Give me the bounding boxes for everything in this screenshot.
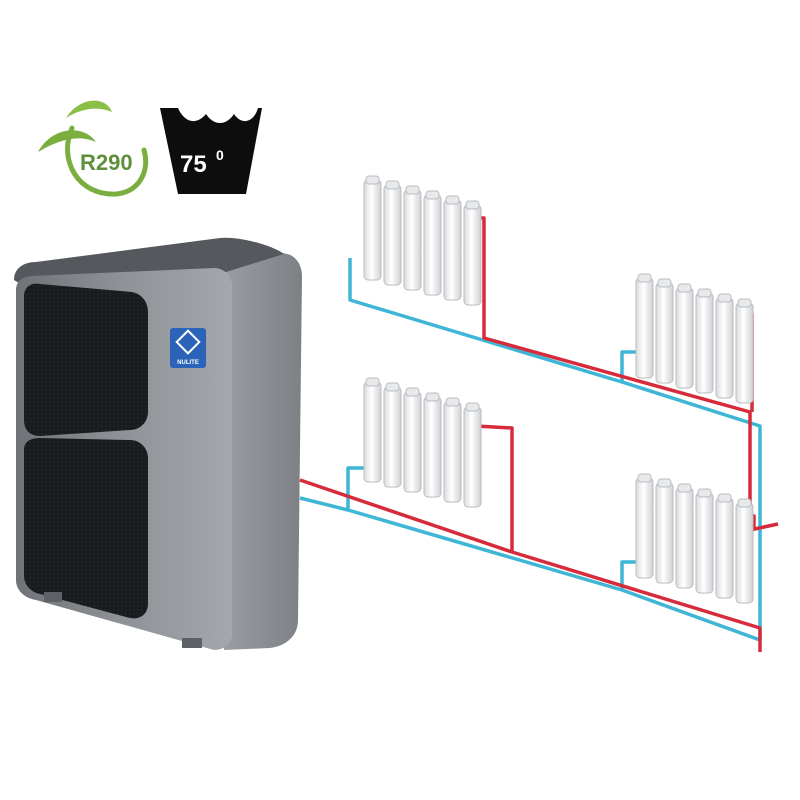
- radiator-fin: [715, 497, 734, 599]
- radiator-upper-right: [635, 273, 754, 404]
- radiator-fin-cap: [657, 278, 672, 288]
- radiator-fin-cap: [737, 298, 752, 308]
- radiator-fin: [403, 391, 422, 493]
- eco-ring: [65, 125, 149, 197]
- lower-fan-grille: [24, 438, 148, 619]
- refrigerant-label: R290: [80, 150, 133, 175]
- leaf-icon: [38, 130, 96, 152]
- r290-badge: R290: [38, 100, 149, 197]
- radiator-fin-cap: [677, 283, 692, 293]
- radiator-fin: [423, 194, 442, 296]
- water-temperature-icon: [160, 108, 262, 194]
- radiator-fin: [655, 482, 674, 584]
- radiator-fin-cap: [637, 473, 652, 483]
- radiator-lower-left: [363, 377, 482, 508]
- radiator-fin: [695, 492, 714, 594]
- radiator-fin-cap: [657, 478, 672, 488]
- unit-foot: [44, 592, 62, 602]
- heat-pump-unit: NULITE: [14, 237, 302, 650]
- radiator-fin: [675, 287, 694, 389]
- radiator-fin-cap: [425, 392, 440, 402]
- radiator-fin-cap: [737, 498, 752, 508]
- radiator-fin-cap: [445, 195, 460, 205]
- radiator-upper-left: [363, 175, 482, 306]
- brand-name: NULITE: [177, 360, 199, 366]
- radiator-group: [363, 175, 754, 604]
- radiator-fin: [735, 502, 754, 604]
- radiator-lower-right: [635, 473, 754, 604]
- radiator-fin: [363, 179, 382, 281]
- temperature-badge: 75 0: [160, 108, 262, 194]
- radiator-fin: [363, 381, 382, 483]
- radiator-fin-cap: [465, 402, 480, 412]
- radiator-fin: [463, 204, 482, 306]
- unit-foot: [182, 638, 202, 648]
- radiator-fin-cap: [385, 180, 400, 190]
- radiator-fin-cap: [637, 273, 652, 283]
- radiator-fin: [635, 477, 654, 579]
- radiator-fin-cap: [365, 377, 380, 387]
- radiator-fin-cap: [697, 488, 712, 498]
- radiator-fin: [635, 277, 654, 379]
- radiator-fin-cap: [365, 175, 380, 185]
- degree-mark: 0: [216, 147, 224, 163]
- radiator-fin: [403, 189, 422, 291]
- radiator-fin: [655, 282, 674, 384]
- radiator-fin: [383, 386, 402, 488]
- radiator-fin: [463, 406, 482, 508]
- radiator-fin: [695, 292, 714, 394]
- radiator-fin: [443, 199, 462, 301]
- radiator-fin: [383, 184, 402, 286]
- radiator-fin: [423, 396, 442, 498]
- radiator-fin-cap: [465, 200, 480, 210]
- radiator-fin: [443, 401, 462, 503]
- radiator-fin-cap: [717, 493, 732, 503]
- radiator-fin-cap: [385, 382, 400, 392]
- radiator-fin-cap: [405, 387, 420, 397]
- radiator-fin-cap: [677, 483, 692, 493]
- radiator-fin-cap: [717, 293, 732, 303]
- radiator-fin: [715, 297, 734, 399]
- unit-side-panel: [224, 253, 302, 650]
- upper-fan-grille: [24, 283, 148, 436]
- radiator-fin-cap: [425, 190, 440, 200]
- radiator-fin-cap: [445, 397, 460, 407]
- radiator-fin-cap: [405, 185, 420, 195]
- leaf-icon: [66, 100, 112, 118]
- brand-logo: NULITE: [170, 328, 206, 368]
- radiator-fin-cap: [697, 288, 712, 298]
- temperature-value: 75: [180, 151, 207, 178]
- radiator-fin: [675, 487, 694, 589]
- radiator-fin: [735, 302, 754, 404]
